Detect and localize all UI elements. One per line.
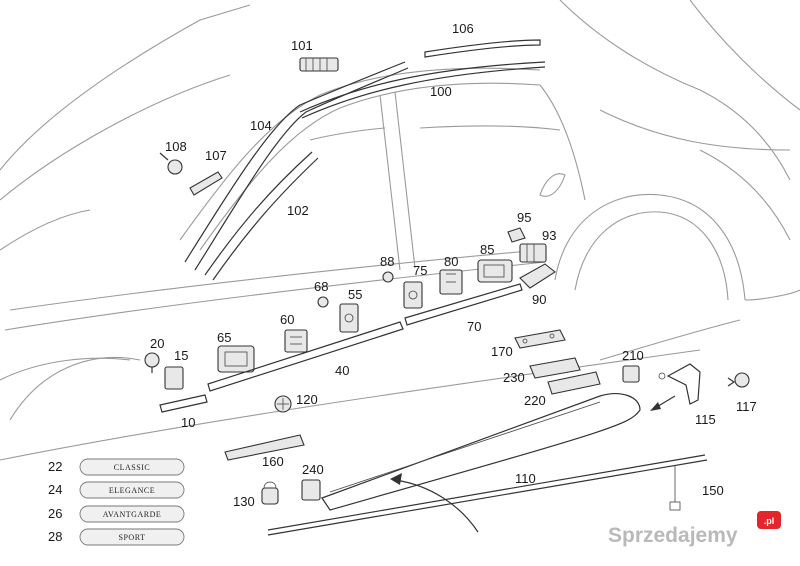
label-10[interactable]: 10	[181, 415, 195, 430]
label-130[interactable]: 130	[233, 494, 255, 509]
emblem-text: SPORT	[119, 533, 146, 542]
label-88[interactable]: 88	[380, 254, 394, 269]
part-80-holder[interactable]	[439, 269, 463, 295]
label-117[interactable]: 117	[736, 399, 757, 414]
label-60[interactable]: 60	[280, 312, 294, 327]
label-170[interactable]: 170	[491, 344, 513, 359]
label-70[interactable]: 70	[467, 319, 481, 334]
part-15-clip[interactable]	[164, 366, 184, 390]
part-110-side-sill[interactable]	[321, 393, 641, 511]
emblem-row[interactable]: 28 SPORT	[48, 528, 185, 546]
label-90[interactable]: 90	[532, 292, 546, 307]
label-80[interactable]: 80	[444, 254, 458, 269]
part-220-bracket[interactable]	[547, 371, 601, 395]
watermark-text: Sprzedajemy	[608, 524, 738, 547]
emblem-number: 26	[48, 506, 62, 521]
part-104-a-pillar-strip[interactable]	[184, 61, 406, 263]
label-108[interactable]: 108	[165, 139, 187, 154]
label-93[interactable]: 93	[542, 228, 556, 243]
watermark-badge-text: .pl	[764, 516, 775, 526]
part-93-bracket[interactable]	[519, 243, 547, 263]
part-210-clip[interactable]	[622, 365, 640, 383]
direction-arrow	[650, 395, 676, 411]
part-85-holder[interactable]	[477, 259, 513, 283]
sill-arrow	[390, 473, 479, 533]
part-65-holder[interactable]	[217, 345, 255, 373]
part-60-holder[interactable]	[284, 329, 308, 353]
part-20-clip[interactable]	[144, 352, 160, 373]
label-115[interactable]: 115	[695, 412, 716, 427]
part-95-clip[interactable]	[507, 227, 526, 243]
label-68[interactable]: 68	[314, 279, 328, 294]
part-102-strip[interactable]	[204, 151, 313, 276]
emblem-list: 22 CLASSIC 24 ELEGANCE 26 AVANTGARDE 28 …	[48, 458, 185, 546]
part-75-holder[interactable]	[403, 281, 423, 309]
label-240[interactable]: 240	[302, 462, 324, 477]
part-10-fender-moulding[interactable]	[159, 394, 208, 413]
part-101-clip[interactable]	[299, 57, 339, 72]
part-115-bracket[interactable]	[658, 363, 701, 405]
emblem-number: 28	[48, 529, 62, 544]
parts	[144, 39, 750, 536]
label-107[interactable]: 107	[205, 148, 227, 163]
emblem-number: 24	[48, 482, 62, 497]
part-240-clip[interactable]	[301, 479, 321, 501]
car-body-outline	[0, 0, 800, 461]
label-220[interactable]: 220	[524, 393, 546, 408]
part-130-clip[interactable]	[261, 481, 279, 505]
part-106-roof-strip[interactable]	[424, 39, 541, 58]
part-100-roof-trim[interactable]	[299, 61, 546, 113]
label-150[interactable]: 150	[702, 483, 724, 498]
emblem-row[interactable]: 22 CLASSIC	[48, 458, 185, 476]
emblem-text: CLASSIC	[114, 463, 150, 472]
part-40-front-door-moulding[interactable]	[207, 321, 404, 392]
part-number-labels: 106 101 100 104 108 107 102 95 93 88 80 …	[150, 21, 757, 509]
label-101[interactable]: 101	[291, 38, 313, 53]
label-102[interactable]: 102	[287, 203, 309, 218]
label-160[interactable]: 160	[262, 454, 284, 469]
emblem-text: ELEGANCE	[109, 486, 155, 495]
part-90-cap[interactable]	[519, 263, 556, 289]
label-100[interactable]: 100	[430, 84, 452, 99]
part-117-nut[interactable]	[727, 372, 750, 388]
label-40[interactable]: 40	[335, 363, 349, 378]
label-95[interactable]: 95	[517, 210, 531, 225]
label-120[interactable]: 120	[296, 392, 318, 407]
label-210[interactable]: 210	[622, 348, 644, 363]
part-120-clip[interactable]	[274, 395, 292, 413]
part-70-rear-door-moulding[interactable]	[404, 283, 523, 326]
emblem-row[interactable]: 26 AVANTGARDE	[48, 505, 185, 523]
emblem-number: 22	[48, 459, 62, 474]
label-110[interactable]: 110	[515, 471, 536, 486]
part-170-bracket[interactable]	[514, 329, 566, 349]
label-55[interactable]: 55	[348, 287, 362, 302]
watermark-badge	[757, 511, 781, 529]
part-55-holder[interactable]	[339, 303, 359, 333]
label-230[interactable]: 230	[503, 370, 525, 385]
label-106[interactable]: 106	[452, 21, 474, 36]
label-104[interactable]: 104	[250, 118, 272, 133]
emblem-row[interactable]: 24 ELEGANCE	[48, 481, 185, 499]
part-68-grommet[interactable]	[317, 296, 329, 308]
label-65[interactable]: 65	[217, 330, 231, 345]
part-107-bracket[interactable]	[189, 171, 223, 196]
part-230-bracket[interactable]	[529, 357, 581, 379]
watermark: Sprzedajemy .pl	[608, 511, 781, 547]
part-108-bolt[interactable]	[159, 152, 183, 175]
part-88-grommet[interactable]	[382, 271, 394, 283]
label-75[interactable]: 75	[413, 263, 427, 278]
label-15[interactable]: 15	[174, 348, 188, 363]
emblem-text: AVANTGARDE	[103, 510, 162, 519]
label-85[interactable]: 85	[480, 242, 494, 257]
part-160-bracket[interactable]	[224, 434, 305, 461]
label-20[interactable]: 20	[150, 336, 164, 351]
part-150-lower-strip[interactable]	[267, 454, 706, 531]
